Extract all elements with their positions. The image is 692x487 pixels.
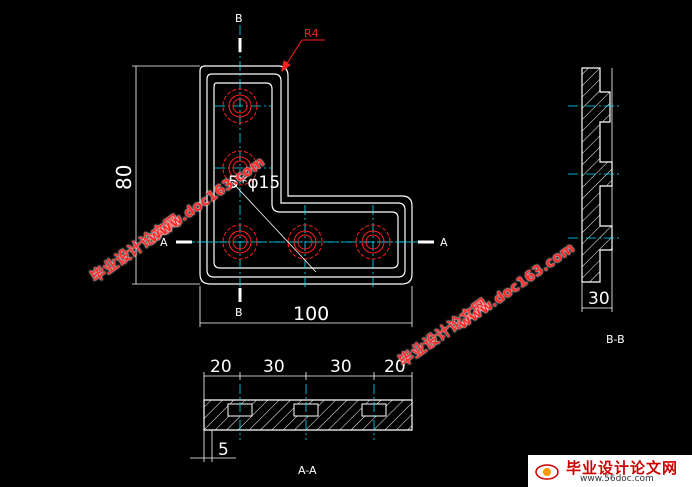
label-holes: 5*φ15 xyxy=(228,173,280,193)
center-lines xyxy=(180,25,420,290)
holes xyxy=(222,88,391,260)
section-bb-view xyxy=(568,67,620,312)
label-view-aa: A-A xyxy=(298,464,317,477)
label-r4: R4 xyxy=(304,27,319,40)
site-logo: 毕业设计论文网 www.56doc.com xyxy=(528,455,692,487)
label-b-bottom: B xyxy=(235,306,243,319)
label-dim-height: 80 xyxy=(112,165,136,190)
label-dim-seg3: 30 xyxy=(330,357,352,377)
section-markers xyxy=(176,38,434,302)
section-aa-view xyxy=(190,372,413,462)
dim-height xyxy=(132,65,200,285)
hole-5 xyxy=(355,224,391,260)
label-dim-seg1: 20 xyxy=(210,357,232,377)
logo-url: www.56doc.com xyxy=(580,474,654,484)
plate-outline xyxy=(199,65,413,285)
pocket-outline xyxy=(213,82,399,269)
label-a-right: A xyxy=(440,236,448,249)
label-dim-seg2: 30 xyxy=(263,357,285,377)
label-dim-depth: 5 xyxy=(218,440,229,460)
label-dim-thickness: 30 xyxy=(588,289,610,309)
hole-2 xyxy=(222,150,258,186)
plan-view xyxy=(199,65,413,285)
hole-1 xyxy=(222,88,258,124)
label-b-top: B xyxy=(235,12,243,25)
label-view-bb: B-B xyxy=(606,333,625,346)
plate-inner-outline xyxy=(206,73,406,278)
label-dim-width: 100 xyxy=(293,303,329,325)
hole-3 xyxy=(222,224,258,260)
r4-leader xyxy=(281,39,325,73)
logo-icon xyxy=(535,464,559,480)
holes-leader xyxy=(231,181,317,273)
label-dim-seg4: 20 xyxy=(384,357,406,377)
label-a-left: A xyxy=(160,236,168,249)
hole-4 xyxy=(287,224,323,260)
dim-width xyxy=(199,286,413,327)
logo-text: 毕业设计论文网 xyxy=(566,459,679,477)
